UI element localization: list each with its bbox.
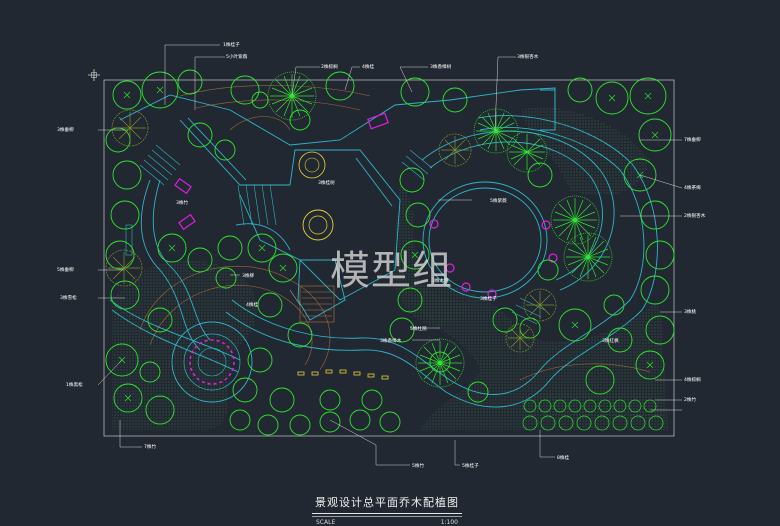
deciduous-trees bbox=[105, 109, 557, 353]
label-top-3: 2株棕榈 bbox=[321, 63, 338, 70]
label-bottom-3: 8株桂 bbox=[557, 454, 570, 461]
label-right-7: 2株竹 bbox=[684, 396, 697, 403]
leader-lines bbox=[97, 44, 683, 466]
label-top-1: 1株桂子 bbox=[223, 41, 240, 48]
label-right-4: 3株桃 bbox=[684, 308, 697, 315]
scale-label: SCALE bbox=[316, 519, 336, 526]
bottom-tree-rows bbox=[522, 399, 664, 431]
crosshair-icon bbox=[88, 69, 100, 81]
title-underline-thin bbox=[312, 516, 462, 517]
label-bottom-2: 5株桂子 bbox=[462, 462, 479, 469]
drawing-title: 景观设计总平面乔木配植图 bbox=[315, 496, 459, 509]
scale-value: 1:100 bbox=[440, 519, 458, 526]
label-left-5: 7株竹 bbox=[144, 443, 157, 450]
drawing-title-block: 景观设计总平面乔木配植图 SCALE 1:100 bbox=[312, 494, 462, 526]
label-mid-3: 3株木槿 bbox=[432, 277, 449, 284]
label-right-3: 2株银杏木 bbox=[684, 212, 706, 219]
label-left-3: 3株雪松 bbox=[60, 294, 77, 301]
label-mid-9: 5株杜鹃 bbox=[410, 325, 427, 332]
hatched-planting-beds bbox=[112, 107, 668, 430]
label-top-4: 4株桂 bbox=[362, 63, 375, 70]
label-top-6: 3株银杏木 bbox=[517, 53, 539, 60]
label-mid-2: 3株竹 bbox=[176, 199, 189, 206]
label-right-1: 7株垂柳 bbox=[684, 136, 701, 143]
label-left-4: 1株黑松 bbox=[66, 381, 83, 388]
label-mid-8: 3株桂子 bbox=[480, 295, 497, 302]
label-bottom-1: 5株竹 bbox=[412, 462, 425, 469]
label-mid-7: 3株香樟木 bbox=[380, 337, 402, 344]
benches bbox=[297, 369, 389, 380]
label-left-1: 3株垂柳 bbox=[57, 126, 74, 133]
steps bbox=[125, 144, 546, 325]
label-right-2: 4株茶梅 bbox=[684, 184, 701, 191]
label-right-6: 4株棕榈 bbox=[684, 376, 701, 383]
title-underline bbox=[312, 513, 462, 514]
scale-row: SCALE 1:100 bbox=[312, 519, 462, 526]
plant-labels: 1株桂子 5小叶紫薇 2株棕榈 4株桂 3株香樟树 3株银杏木 3株垂柳 5株垂… bbox=[57, 41, 706, 469]
circular-plaza bbox=[171, 151, 334, 403]
label-left-2: 5株垂柳 bbox=[57, 266, 74, 273]
magenta-features bbox=[174, 112, 558, 299]
feature-palm-trees bbox=[267, 71, 613, 388]
label-right-5: 3株红枫 bbox=[602, 337, 619, 344]
label-mid-5: 3株柳 bbox=[242, 272, 255, 279]
label-top-5: 3株香樟树 bbox=[430, 63, 452, 70]
label-top-2: 5小叶紫薇 bbox=[226, 53, 248, 60]
label-mid-1: 3株桂树 bbox=[318, 179, 335, 186]
label-mid-6: 4株桂 bbox=[246, 301, 259, 308]
label-mid-4: 5株紫薇 bbox=[490, 197, 507, 204]
